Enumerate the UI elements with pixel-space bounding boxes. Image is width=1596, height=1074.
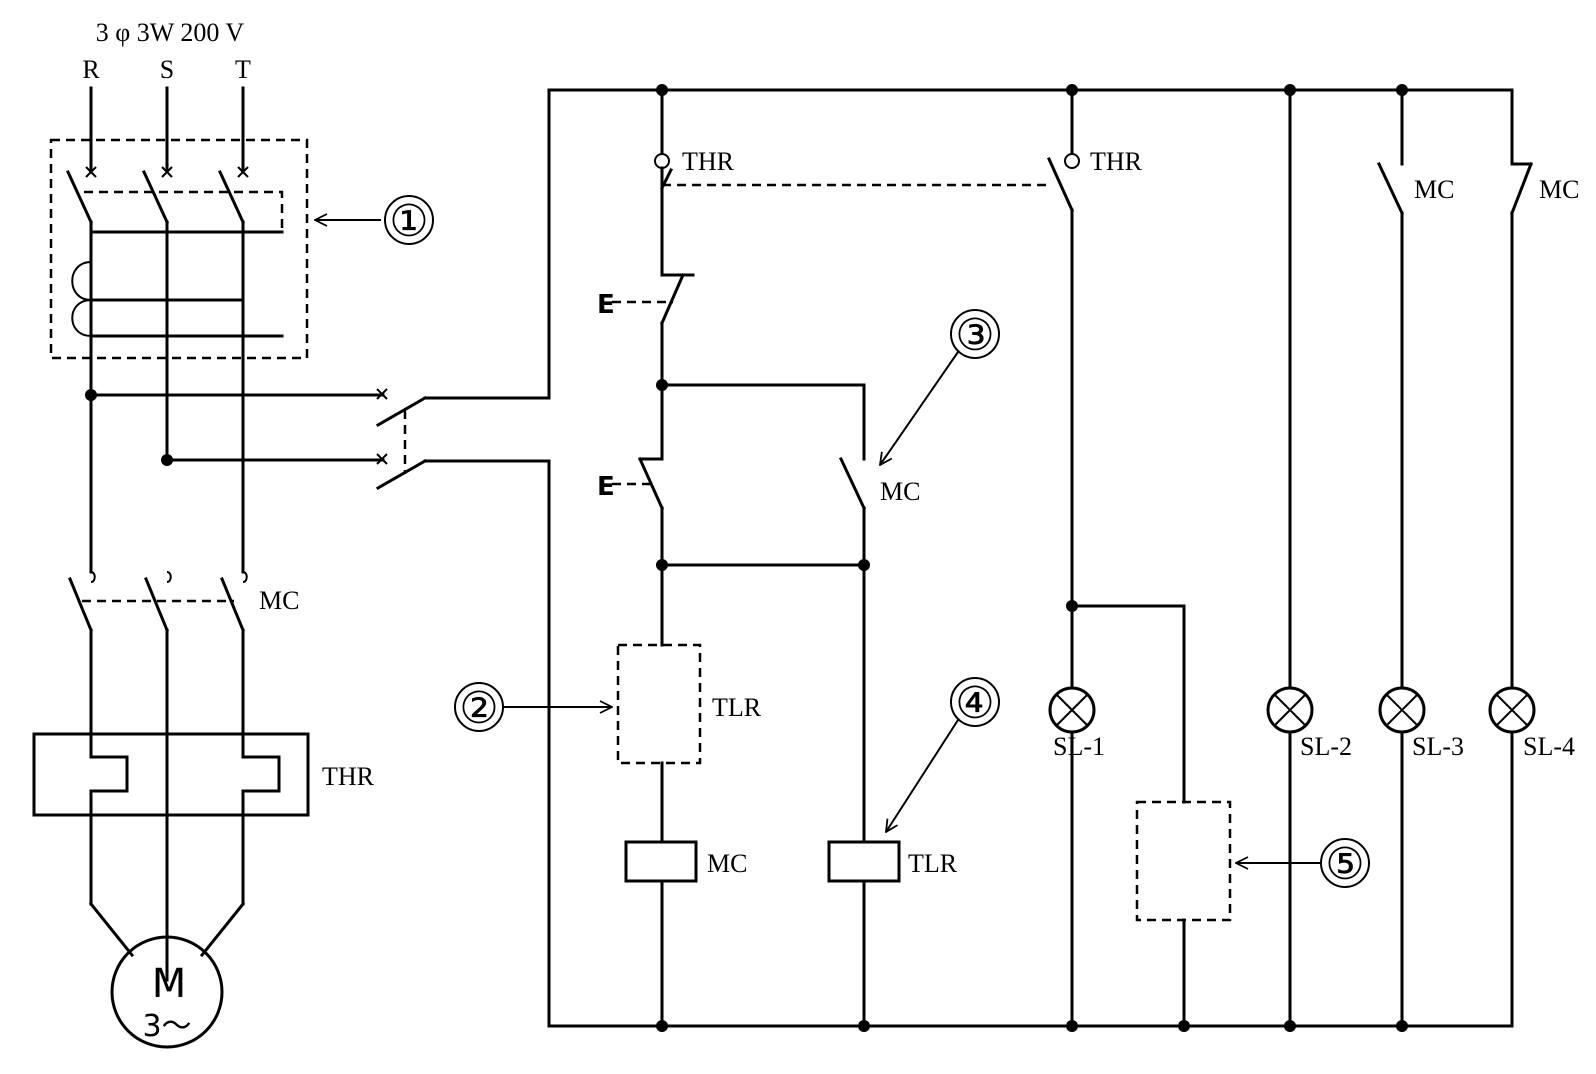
lamp-label-1: SL-1 bbox=[1053, 732, 1105, 761]
thr-contact-2-label: THR bbox=[1090, 147, 1143, 176]
sensing-coil-lower bbox=[71, 299, 92, 337]
tlr-contact-label: TLR bbox=[712, 693, 762, 722]
mc-contact-b-label: MC bbox=[1539, 175, 1579, 204]
stop-switch-label: E bbox=[597, 290, 615, 320]
lamp-label-3: SL-3 bbox=[1412, 732, 1464, 761]
control-circuit: THR E E TLR MC MC bbox=[547, 84, 1579, 1032]
phase-s-label: S bbox=[160, 55, 174, 84]
tlr-contact-box bbox=[616, 643, 702, 765]
box-5 bbox=[1135, 800, 1232, 922]
tlr-coil bbox=[827, 840, 901, 883]
callout-1-circle bbox=[384, 195, 434, 245]
thermal-relay: THR bbox=[32, 732, 375, 906]
lamp-sl-1: SL-1 bbox=[1048, 686, 1105, 1028]
phase-r-label: R bbox=[82, 55, 100, 84]
breaker-x-marks bbox=[85, 166, 249, 178]
callout-2-number: ② bbox=[459, 683, 498, 734]
main-thr-label: THR bbox=[322, 762, 375, 791]
motor-letter: M bbox=[152, 961, 187, 1007]
mc-contact-a-label: MC bbox=[1414, 175, 1454, 204]
supply-spec-label: 3 φ 3W 200 V bbox=[96, 18, 245, 47]
motor: M 3～ bbox=[88, 901, 246, 1049]
phase-t-label: T bbox=[235, 55, 251, 84]
bus-junctions bbox=[656, 84, 1408, 1032]
callout-4-number: ④ bbox=[955, 678, 994, 729]
main-circuit: 3 φ 3W 200 V R S T bbox=[32, 18, 551, 1049]
supply-lines bbox=[89, 86, 245, 172]
callout-3-number: ③ bbox=[955, 310, 994, 361]
lamp-sl-3: MC SL-3 bbox=[1377, 88, 1464, 1028]
sensing-coil-upper bbox=[71, 261, 92, 301]
callout-5: ⑤ bbox=[1236, 838, 1370, 890]
branch-mc-coil: THR E E TLR MC bbox=[597, 88, 1050, 1028]
callout-5-number: ⑤ bbox=[1325, 839, 1364, 890]
mc-hold-contact-label: MC bbox=[880, 477, 920, 506]
lamp-label-2: SL-2 bbox=[1300, 732, 1352, 761]
branch-tlr-coil: MC TLR bbox=[660, 383, 958, 1028]
mc-coil-label: MC bbox=[707, 849, 747, 878]
branch-thr-lamp: THR bbox=[1047, 88, 1232, 1028]
main-contactor: MC bbox=[68, 393, 299, 982]
mc-coil bbox=[624, 840, 698, 883]
lamp-sl-2: SL-2 bbox=[1266, 88, 1352, 1028]
callout-2: ② bbox=[454, 682, 612, 734]
start-switch-label: E bbox=[597, 472, 615, 502]
control-supply-taps bbox=[85, 88, 551, 1028]
callout-4: ④ bbox=[886, 677, 1000, 832]
lamp-label-4: SL-4 bbox=[1523, 732, 1575, 761]
thr-contact-1-label: THR bbox=[682, 147, 735, 176]
main-mc-label: MC bbox=[259, 586, 299, 615]
lamp-sl-4: MC SL-4 bbox=[1488, 88, 1579, 1028]
tlr-coil-label: TLR bbox=[908, 849, 958, 878]
circuit-breaker bbox=[49, 138, 309, 574]
fuse-x-marks bbox=[376, 388, 388, 465]
callout-3: ③ bbox=[880, 309, 1000, 465]
motor-phase-label: 3～ bbox=[142, 1009, 191, 1044]
callout-1-number: ① bbox=[389, 196, 428, 247]
